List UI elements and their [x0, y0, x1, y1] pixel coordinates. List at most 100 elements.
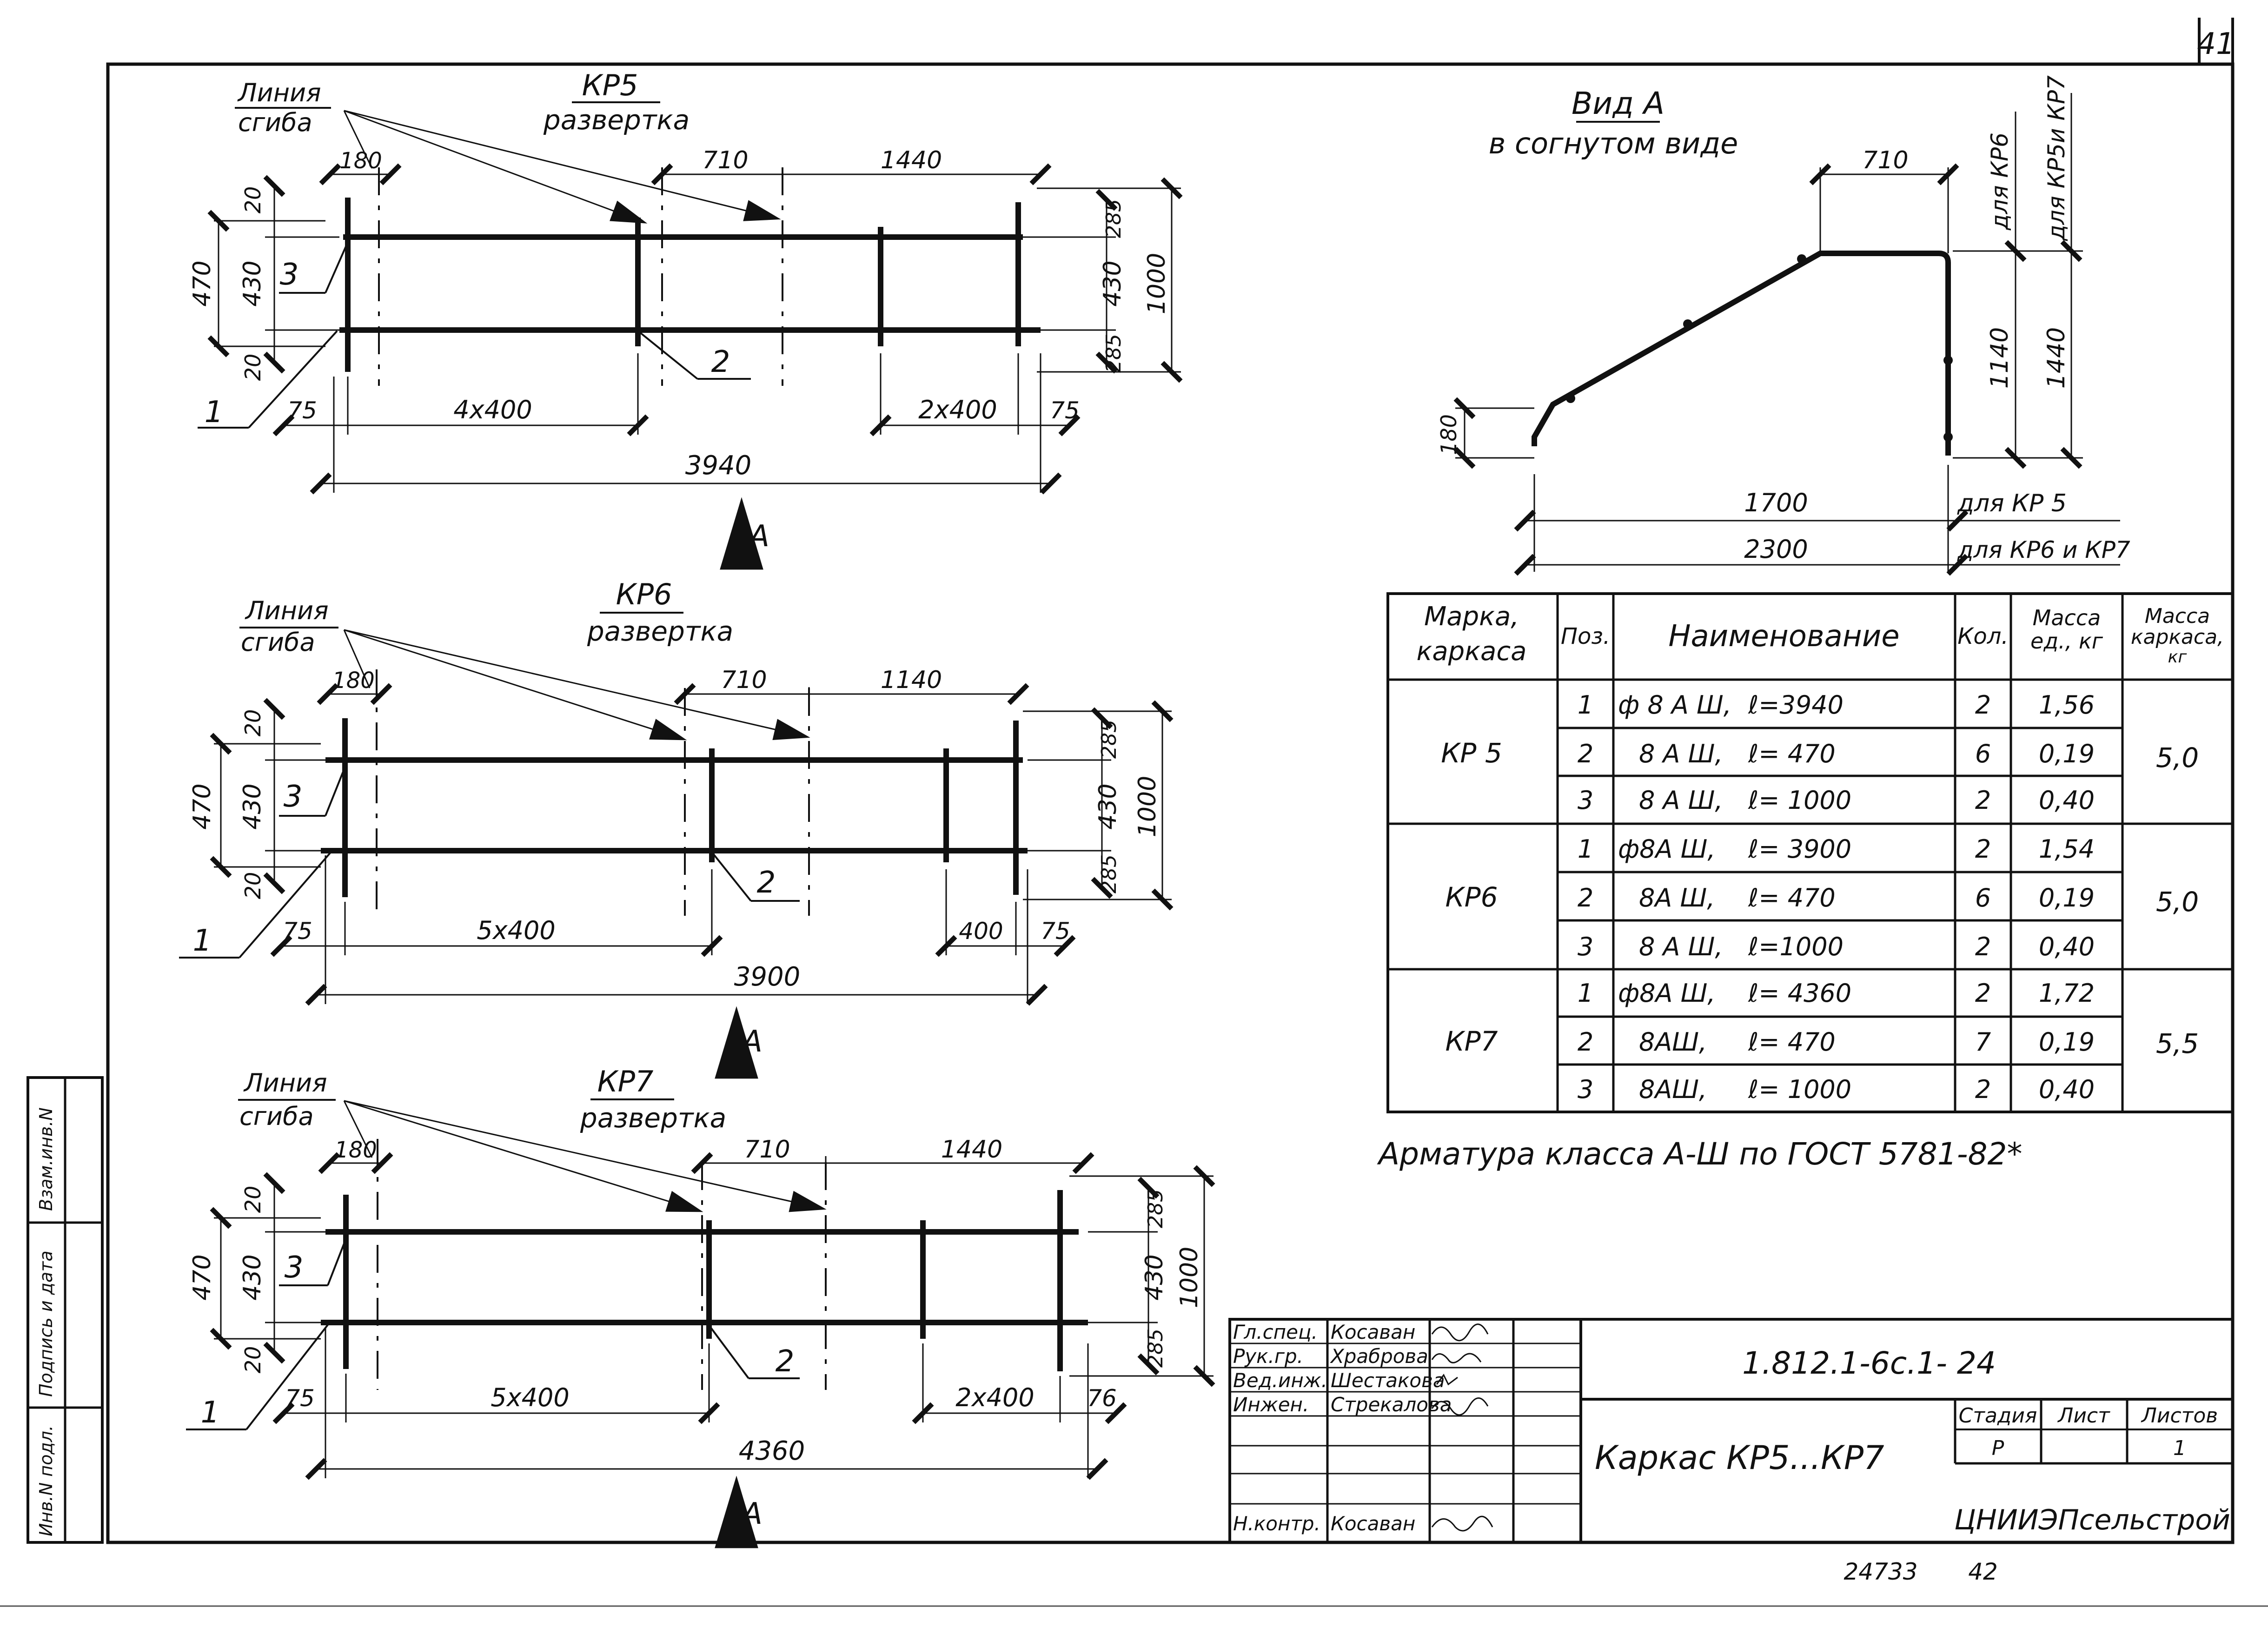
drawing-label: каркаса,: [2131, 625, 2224, 649]
drawing-label: Храброва: [1330, 1345, 1428, 1368]
drawing-label: 2: [711, 345, 730, 379]
title-block: Гл.спец. Рук.гр. Вед.инж. Инжен. Н.контр…: [1228, 1318, 2234, 1544]
drawing-label: 0,19: [2039, 739, 2095, 768]
drawing-label: 3: [285, 1250, 304, 1285]
drawing-title: Каркас КР5...КР7: [1595, 1439, 1884, 1477]
drawing-label: 1: [2173, 1436, 2186, 1460]
drawing-label: сгиба: [241, 628, 315, 657]
drawing-label: развертка: [580, 1102, 726, 1134]
drawing-label: 1: [1578, 979, 1593, 1008]
drawing-label: 430: [1099, 260, 1127, 306]
drawing-label: 1,54: [2039, 834, 2095, 864]
drawing-label: КР7: [1445, 1025, 1498, 1057]
drawing-label: 6: [1975, 739, 1991, 768]
drawing-label: для КР6 и КР7: [1957, 536, 2130, 563]
drawing-label: 2: [1975, 979, 1991, 1008]
drawing-label: 8АШ,: [1639, 1027, 1707, 1057]
drawing-label: каркаса: [1417, 636, 1527, 667]
drawing-label: 20: [240, 354, 265, 381]
drawing-label: 3: [284, 780, 303, 814]
drawing-label: 285: [1097, 854, 1121, 893]
drawing-label: 1000: [1143, 253, 1171, 314]
drawing-label: 285: [1102, 199, 1126, 238]
kr5-title: КР5: [582, 68, 638, 102]
drawing-label: 2: [1975, 834, 1991, 864]
drawing-label: 8 А Ш,: [1639, 932, 1723, 961]
drawing-label: 6: [1975, 883, 1991, 913]
drawing-label: 1,56: [2039, 690, 2095, 720]
drawing-label: КР 5: [1441, 737, 1502, 769]
drawing-label: ℓ= 470: [1748, 739, 1836, 768]
drawing-label: 710: [744, 1136, 790, 1164]
drawing-label: 0,40: [2039, 932, 2095, 961]
drawing-label: ф8А Ш,: [1618, 979, 1716, 1008]
drawing-label: 5,0: [2156, 742, 2199, 774]
drawing-label: 430: [239, 783, 266, 829]
drawing-label: 20: [240, 1186, 265, 1213]
header-unit-mass: Масса: [2033, 605, 2101, 630]
drawing-label: ℓ=3940: [1748, 690, 1844, 720]
drawing-label: 2: [1975, 1075, 1991, 1104]
drawing-label: Р: [1992, 1436, 2004, 1460]
drawing-label: А: [740, 1497, 763, 1531]
drawing-label: 285: [1102, 334, 1126, 373]
drawing-label: Инжен.: [1233, 1393, 1309, 1416]
drawing-label: ф8А Ш,: [1618, 834, 1716, 864]
drawing-label: 1440: [881, 146, 942, 174]
drawing-label: 1,72: [2039, 979, 2095, 1008]
drawing-label: 710: [1862, 146, 1908, 174]
signature-4: [1431, 1397, 1489, 1416]
drawing-label: 2: [776, 1344, 795, 1379]
drawing-label: 2: [1975, 786, 1991, 815]
drawing-label: 75: [1050, 397, 1080, 424]
drawing-label: Стрекалова: [1331, 1393, 1452, 1416]
drawing-label: Косаван: [1331, 1512, 1415, 1535]
drawing-label: 0,19: [2039, 883, 2095, 913]
drawing-label: 5,5: [2156, 1028, 2199, 1059]
drawing-label: 1: [201, 1396, 220, 1430]
kr6-title: КР6: [616, 577, 672, 611]
drawing-label: 285: [1144, 1189, 1167, 1228]
drawing-label: Рук.гр.: [1233, 1345, 1303, 1368]
kr6-overall: 3900: [734, 962, 801, 992]
drawing-label: ℓ=1000: [1748, 932, 1844, 961]
kr7-overall: 4360: [739, 1436, 805, 1466]
drawing-label: 5,0: [2156, 886, 2199, 918]
drawing-label: 430: [1141, 1254, 1168, 1300]
drawing-label: 1000: [1134, 776, 1161, 837]
header-qty: Кол.: [1957, 623, 2008, 649]
drawing-label: 3: [1578, 1075, 1593, 1104]
drawing-label: кг: [2168, 648, 2188, 667]
drawing-label: 1: [1578, 690, 1593, 720]
drawing-label: 1440: [2043, 327, 2070, 389]
drawing-label: 1700: [1744, 488, 1808, 517]
drawing-label: для КР5и КР7: [2043, 75, 2070, 241]
drawing-label: 2: [1578, 1027, 1593, 1057]
drawing-label: 710: [702, 146, 748, 174]
drawing-label: 2: [1578, 739, 1593, 768]
stamp-replace-label: Взам.инв.N: [36, 1107, 56, 1211]
side-stamp: Инв.N подл. Подпись и дата Взам.инв.N: [27, 1076, 104, 1544]
drawing-label: 2: [757, 866, 776, 900]
drawing-label: 470: [188, 260, 216, 306]
drawing-label: для КР 5: [1957, 489, 2067, 517]
signature-3: [1436, 1374, 1458, 1386]
drawing-label: 8АШ,: [1639, 1075, 1707, 1104]
drawing-label: 1: [205, 395, 224, 430]
drawing-label: ф 8 А Ш,: [1618, 690, 1731, 720]
drawing-label: 20: [240, 709, 265, 737]
view-a-bent-shape: Вид А в согнутом виде 710 180 1140 1440 …: [1436, 75, 2130, 576]
header-name: Наименование: [1668, 619, 1899, 654]
drawing-label: 2х400: [955, 1383, 1034, 1412]
drawing-label: 470: [188, 783, 216, 829]
drawing-label: 430: [239, 260, 266, 306]
drawing-label: 180: [334, 1137, 377, 1163]
drawing-label: 1140: [1986, 327, 2014, 389]
drawing-label: 75: [287, 397, 317, 424]
drawing-label: 75: [285, 1385, 315, 1412]
drawing-label: сгиба: [239, 1102, 314, 1131]
drawing-label: А: [740, 1025, 763, 1059]
drawing-label: 3: [1578, 932, 1593, 961]
drawing-label: Линия: [245, 596, 329, 625]
kr5-development: 180 710 1440 20 430 20 470 285 430 285 1…: [188, 68, 1183, 570]
